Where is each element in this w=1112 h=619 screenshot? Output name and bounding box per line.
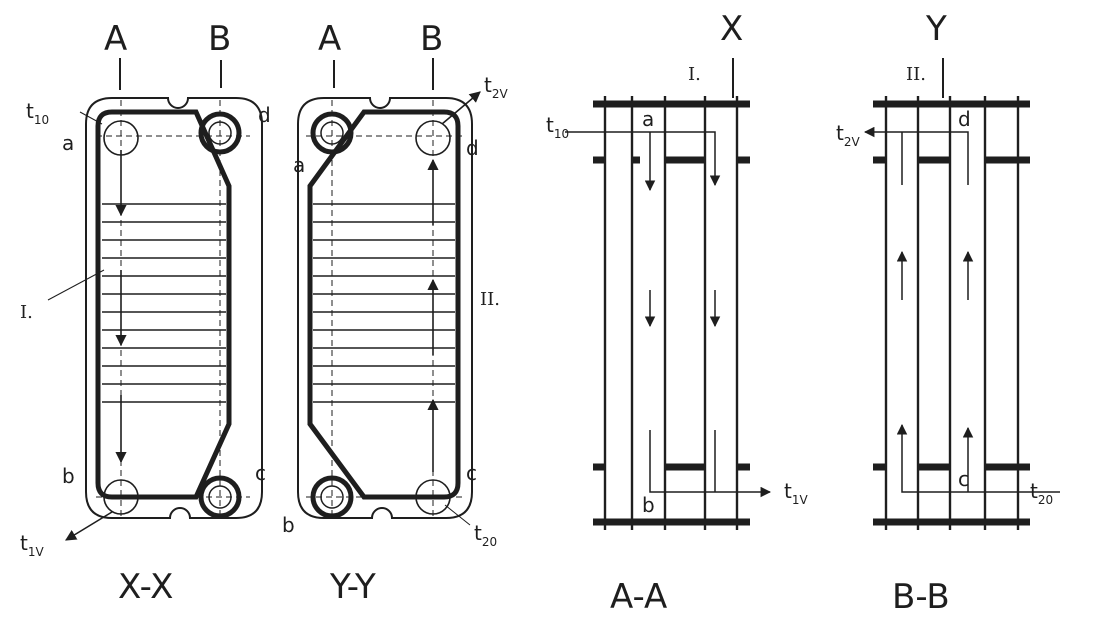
section-bb-bars (873, 100, 1030, 526)
plate-xx-port-b-label: b (62, 464, 75, 488)
section-aa-temp-out: t1V (784, 479, 808, 507)
section-bb-caption: B-B (892, 577, 950, 617)
plate-yy-label-b: B (420, 19, 443, 59)
plate-xx-temp-out-t: t (20, 531, 28, 555)
section-bb-port-bottom: c (958, 467, 969, 491)
plate-xx-outline (85, 97, 263, 519)
section-aa-temp-out-sub: 1V (792, 493, 809, 507)
section-aa-walls (603, 96, 739, 530)
section-aa-temp-out-t: t (784, 479, 792, 503)
plate-yy-temp-in-t: t (474, 521, 482, 545)
plate-yy-port-a-label: a (293, 153, 305, 177)
section-aa-temp-in-sub: 10 (554, 127, 569, 141)
section-aa-caption: A-A (610, 577, 667, 617)
plate-yy-port-c-label: c (466, 461, 477, 485)
plate-xx-port-d-label: d (258, 103, 271, 127)
section-aa-port-bottom: b (642, 493, 655, 517)
plate-xx-label-b: B (208, 19, 231, 59)
plate-yy-gasket (307, 109, 461, 500)
plate-yy-temp-out-sub: 2V (492, 87, 509, 101)
plate-yy-caption: Y-Y (329, 567, 376, 607)
plate-xx-corrugations (102, 203, 226, 403)
plate-yy-outline (297, 97, 473, 519)
section-bb-temp-out-t: t (836, 121, 844, 145)
plate-xx-port-c-label: c (255, 461, 266, 485)
section-bb-temp-in: t20 (1030, 479, 1053, 507)
section-bb-walls (884, 96, 1020, 530)
plate-xx-caption: X-X (118, 567, 173, 607)
plate-yy-temp-out: t2V (484, 73, 508, 101)
plate-yy-port-d (415, 120, 451, 156)
plate-xx-temp-out-sub: 1V (28, 545, 45, 559)
plate-xx-temp-in-sub: 10 (34, 113, 49, 127)
section-bb-temp-out: t2V (836, 121, 860, 149)
plate-xx-channel-leader (47, 269, 105, 301)
plate-yy-port-d-label: d (466, 136, 479, 160)
section-bb-temp-out-sub: 2V (844, 135, 861, 149)
plate-yy: A B II. t2V t2 (282, 19, 508, 607)
plate-xx-temp-in-t: t (26, 99, 34, 123)
section-bb-port-top: d (958, 107, 971, 131)
plate-xx-channel-label: I. (20, 302, 33, 323)
plate-xx-temp-in: t10 (26, 99, 49, 127)
section-bb-temp-in-t: t (1030, 479, 1038, 503)
section-bb: Y II. t2V t20 d c B-B (836, 9, 1060, 617)
plate-yy-corrugations (313, 203, 455, 403)
plate-yy-temp-in-sub: 20 (482, 535, 497, 549)
plate-yy-temp-out-t: t (484, 73, 492, 97)
section-aa-temp-in: t10 (546, 113, 569, 141)
plate-yy-flow-arrows (427, 91, 481, 472)
section-bb-channel-label: II. (906, 64, 926, 85)
plate-xx-temp-out: t1V (20, 531, 44, 559)
section-aa-axis-label: X (720, 9, 743, 49)
section-bb-temp-in-sub: 20 (1038, 493, 1053, 507)
plate-yy-channel-label: II. (480, 289, 500, 310)
section-aa: X I. t10 t1V a (546, 9, 808, 617)
plate-yy-port-b-label: b (282, 513, 295, 537)
plate-yy-temp-in: t20 (474, 521, 497, 549)
section-aa-flow (565, 131, 772, 498)
section-aa-channel-label: I. (688, 64, 701, 85)
plate-xx-label-a: A (104, 19, 127, 59)
plate-xx-port-a (103, 120, 139, 156)
plate-yy-label-a: A (318, 19, 341, 59)
plate-xx-flow-arrows (65, 150, 127, 541)
section-aa-port-top: a (642, 107, 654, 131)
plate-xx: A B (20, 19, 271, 607)
section-aa-temp-in-t: t (546, 113, 554, 137)
plate-xx-port-a-label: a (62, 131, 74, 155)
plate-xx-gasket (95, 109, 232, 500)
section-bb-axis-label: Y (925, 9, 947, 49)
section-aa-bars (593, 100, 750, 526)
section-bb-flow (863, 126, 1060, 493)
